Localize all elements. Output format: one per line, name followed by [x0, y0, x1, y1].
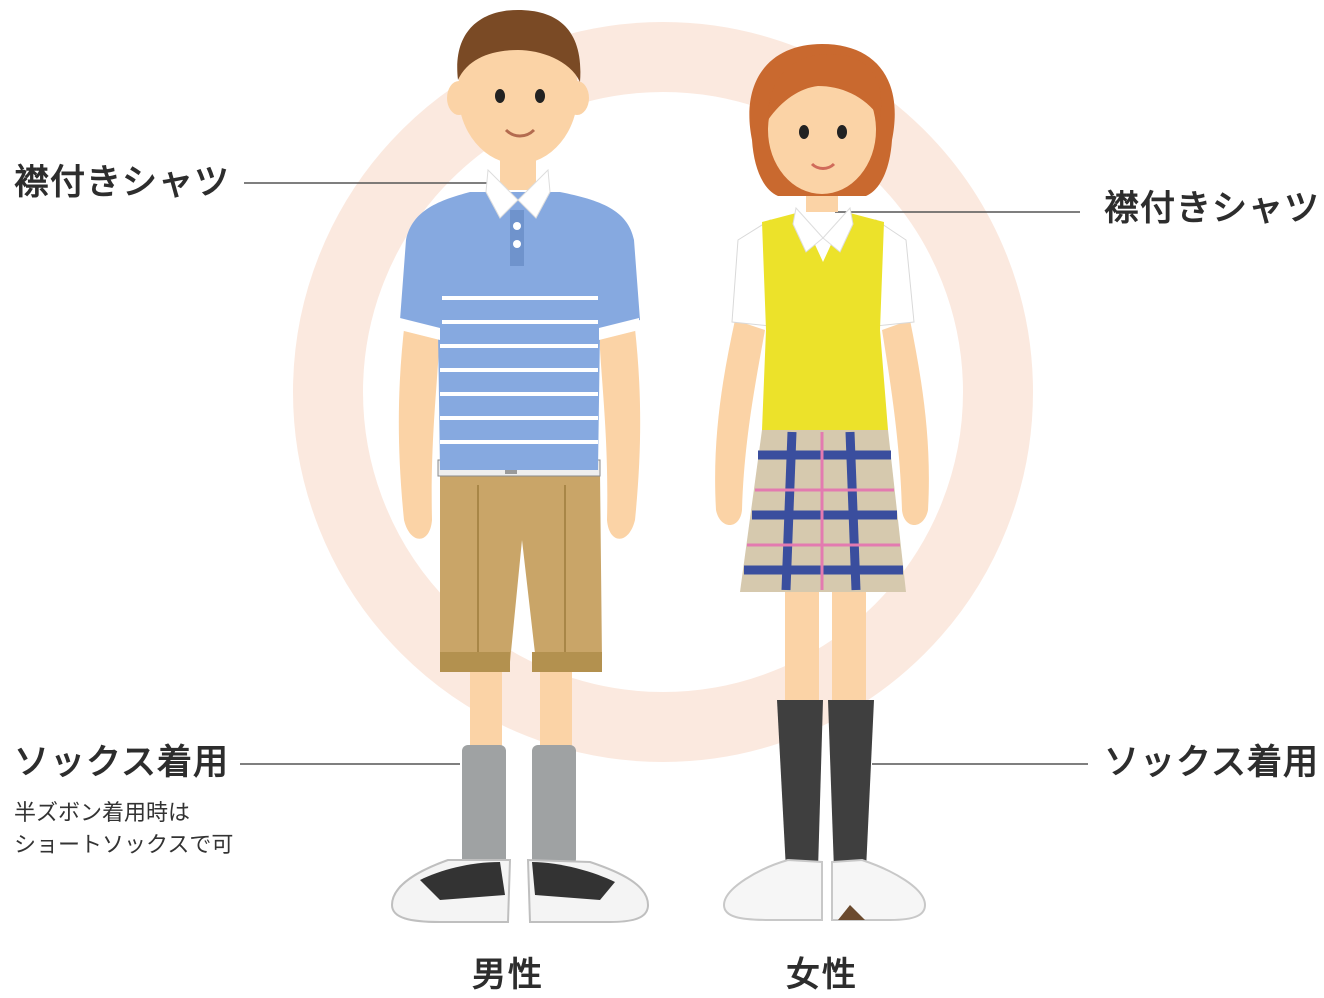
female-sock-left — [777, 700, 823, 870]
male-sock-left — [462, 745, 506, 865]
male-hair — [457, 10, 581, 82]
female-vest — [762, 212, 888, 430]
female-socks-label: ソックス着用 — [1104, 743, 1319, 783]
female-caption: 女性 — [786, 955, 858, 995]
background-ring — [293, 22, 1033, 762]
male-sock-right — [532, 745, 576, 865]
female-shoe-left — [722, 858, 823, 921]
male-shorts — [440, 472, 602, 662]
male-socks-label: ソックス着用 — [14, 743, 229, 783]
female-sock-right — [828, 700, 874, 870]
female-shoe-right — [831, 858, 927, 921]
male-shirt-label: 襟付きシャツ — [14, 163, 231, 203]
female-figure-icon — [715, 44, 929, 921]
male-figure-icon — [390, 10, 650, 923]
male-socks-note-line2: ショートソックスで可 — [14, 833, 234, 858]
male-caption: 男性 — [472, 955, 544, 995]
female-shirt-label: 襟付きシャツ — [1104, 189, 1321, 229]
male-shirt — [400, 192, 640, 470]
male-socks-note-line1: 半ズボン着用時は — [14, 801, 191, 826]
